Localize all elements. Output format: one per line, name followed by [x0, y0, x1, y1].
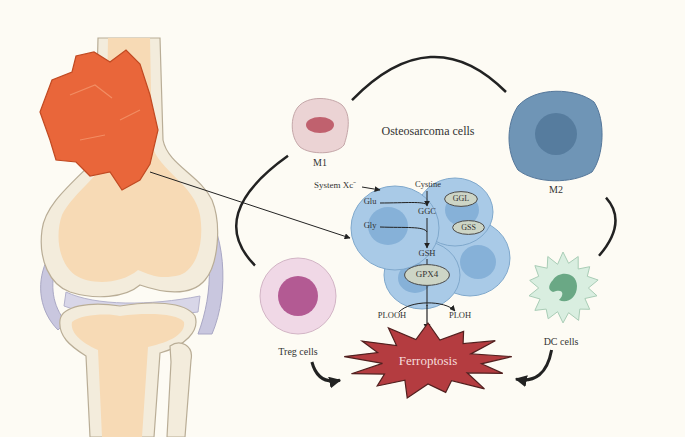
m1-macrophage: M1 — [288, 93, 352, 173]
lipid-label: PLOOH — [378, 311, 406, 320]
m2-macrophage: M2 — [506, 86, 606, 198]
oval-shape — [445, 192, 478, 207]
oval-shape — [453, 221, 485, 235]
cell-nucleus — [549, 274, 577, 301]
metabolite-label: Cystine — [415, 180, 441, 189]
node-label: GPX4 — [404, 270, 450, 280]
tibia-bone — [60, 303, 196, 437]
dendritic-cell: DC cells — [523, 250, 599, 350]
fibula-bone — [167, 343, 191, 437]
ring-connector — [312, 362, 340, 381]
pathway-arrow — [380, 227, 427, 232]
ring-connector — [516, 350, 552, 380]
ring-connector — [236, 156, 288, 266]
node-label: M2 — [506, 184, 606, 195]
metabolite-label: GGC — [418, 207, 436, 216]
node-label: GSS — [452, 223, 485, 232]
node-label: Treg cells — [255, 346, 341, 357]
cell-nucleus — [278, 276, 318, 316]
tumor-cell — [351, 186, 439, 270]
cell-body — [292, 99, 348, 153]
cell-nucleus — [306, 117, 334, 133]
node-label: Ferroptosis — [340, 354, 516, 368]
node-outline — [523, 250, 599, 350]
treg-cell: Treg cells — [255, 256, 341, 362]
node-label: GGL — [444, 195, 478, 204]
transporter-label: System Xc⁻ — [314, 181, 356, 191]
metabolite-label: Gly — [364, 221, 377, 230]
metabolite-label: GSH — [418, 249, 435, 258]
bone-marrow — [72, 314, 184, 437]
cell-body — [509, 91, 602, 181]
enzyme-oval: GGL — [444, 191, 478, 207]
cluster-title: Osteosarcoma cells — [382, 125, 475, 138]
tumor-mass — [40, 50, 158, 190]
node-label: DC cells — [523, 336, 599, 347]
ring-connector — [352, 57, 506, 100]
pathway-arrow — [427, 191, 428, 206]
cell-nucleus — [535, 113, 577, 155]
ferroptosis-burst: Ferroptosis — [340, 322, 516, 400]
pathway-arrow — [380, 203, 427, 206]
cell-nucleus — [460, 245, 496, 279]
lipid-label: PLOH — [449, 311, 471, 320]
node-outline — [506, 86, 606, 198]
metabolite-label: Glu — [364, 197, 377, 206]
pathway-arrow — [427, 218, 428, 248]
tumor-texture — [70, 85, 140, 140]
oval-shape — [405, 265, 450, 286]
enzyme-oval: GPX4 — [404, 264, 450, 286]
ring-connector — [599, 198, 615, 256]
enzyme-oval: GSS — [452, 220, 485, 235]
cell-body — [529, 252, 598, 323]
transport-arrow — [362, 187, 380, 190]
cell-body — [260, 258, 336, 334]
node-label: M1 — [288, 157, 352, 168]
